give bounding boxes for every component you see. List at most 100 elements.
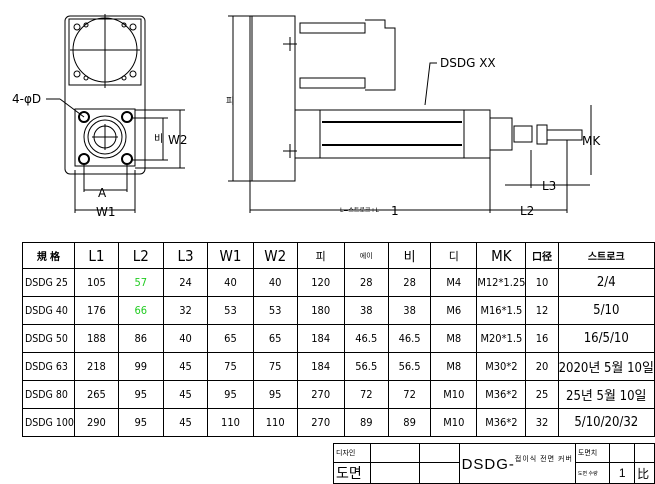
table-cell: 56.5 (343, 352, 389, 381)
hole-label: 4-φD (12, 92, 41, 106)
table-cell: 46.5 (387, 324, 432, 353)
technical-drawing: 4-φD A W1 W2 비 피 DSDG XX MK L3 L2 L=스트로크… (12, 14, 601, 219)
table-cell: 270 (296, 408, 345, 437)
table-cell: 95 (117, 408, 164, 437)
table-cell: 40 (207, 268, 254, 297)
table-cell: M36*2 (476, 380, 527, 409)
table-cell: 32 (162, 296, 209, 325)
table-cell: 105 (73, 268, 119, 297)
sheet-label: 比 (634, 462, 655, 484)
table-cell: 24 (162, 268, 209, 297)
col-header: MK (476, 242, 527, 269)
qty-label: 도면 수량 (574, 462, 611, 484)
table-cell: M16*1.5 (476, 296, 527, 325)
table-cell: 72 (387, 380, 432, 409)
table-cell: 25년 5월 10일 (557, 380, 655, 409)
table-cell: 180 (296, 296, 345, 325)
col-header: L2 (117, 242, 164, 269)
table-cell: 265 (73, 380, 119, 409)
table-cell: 95 (117, 380, 164, 409)
front-view (46, 14, 185, 213)
table-cell: 99 (117, 352, 164, 381)
table-cell: 184 (296, 324, 345, 353)
table-cell: 46.5 (343, 324, 389, 353)
dim-bi-label: 비 (154, 133, 163, 145)
col-header: L1 (73, 242, 119, 269)
col-header: 에이 (343, 242, 389, 269)
dim-w1-label: W1 (96, 205, 116, 219)
table-cell: 290 (73, 408, 119, 437)
model-cell: DSDG 80 (22, 380, 75, 409)
table-cell: 40 (252, 268, 298, 297)
dim-pi-label: 피 (226, 96, 234, 107)
dim-w2-label: W2 (168, 133, 188, 147)
header-row: 規 格 L1 L2 L3 W1 W2 피 에이 비 디 MK 口径 스트로크 (22, 242, 655, 269)
table-cell: 38 (343, 296, 389, 325)
table-cell: 25 (525, 380, 559, 409)
table-cell: 28 (343, 268, 389, 297)
table-cell: 57 (117, 268, 164, 297)
table-cell: 110 (252, 408, 298, 437)
table-cell: 10 (525, 268, 559, 297)
table-cell: 5/10/20/32 (557, 408, 655, 437)
dim-a-label: A (98, 186, 107, 200)
table-cell: 184 (296, 352, 345, 381)
table-cell: M4 (430, 268, 478, 297)
model-code: DSDG- (461, 456, 515, 473)
table-cell: 89 (343, 408, 389, 437)
table-cell: 95 (252, 380, 298, 409)
table-cell: 12 (525, 296, 559, 325)
qty-value: 1 (609, 462, 636, 484)
table-cell: 53 (207, 296, 254, 325)
table-cell: 16 (525, 324, 559, 353)
table-cell: 38 (387, 296, 432, 325)
table-cell: M30*2 (476, 352, 527, 381)
model-cell: DSDG 25 (22, 268, 75, 297)
table-cell: 218 (73, 352, 119, 381)
table-cell: 16/5/10 (557, 324, 655, 353)
dim-l3-label: L3 (542, 179, 556, 193)
col-header: L3 (162, 242, 209, 269)
table-cell: 176 (73, 296, 119, 325)
designer-label: 디자인 (332, 443, 372, 463)
table-cell: 20 (525, 352, 559, 381)
table-cell: 5/10 (557, 296, 655, 325)
dim-mk-label: MK (582, 134, 601, 148)
table-cell: 72 (343, 380, 389, 409)
table-cell: M6 (430, 296, 478, 325)
col-header: 스트로크 (557, 242, 655, 269)
table-cell: M36*2 (476, 408, 527, 437)
table-cell: 45 (162, 380, 209, 409)
table-cell: M12*1.25 (476, 268, 527, 297)
table-cell: 95 (207, 380, 254, 409)
model-cell: DSDG 40 (22, 296, 75, 325)
col-header: 規 格 (22, 242, 75, 269)
col-header: W1 (207, 242, 254, 269)
table-cell: 53 (252, 296, 298, 325)
table-cell: 45 (162, 352, 209, 381)
model-cell: DSDG 100 (22, 408, 75, 437)
title-block: 디자인 DSDG-접이식 전면 커버 도면치 도면 도면 수량 1 比 (332, 443, 655, 484)
table-cell: 66 (117, 296, 164, 325)
table-cell: 28 (387, 268, 432, 297)
table-cell: 120 (296, 268, 345, 297)
table-cell: 2/4 (557, 268, 655, 297)
table-cell: M8 (430, 324, 478, 353)
spec-table: 規 格 L1 L2 L3 W1 W2 피 에이 비 디 MK 口径 스트로크 D… (22, 242, 655, 437)
table-cell: M10 (430, 408, 478, 437)
drawing-label: 도면 (332, 462, 372, 484)
table-cell: 188 (73, 324, 119, 353)
dim-l2-label: L2 (520, 204, 534, 218)
table-cell: M20*1.5 (476, 324, 527, 353)
part-label: DSDG XX (440, 56, 496, 70)
table-cell: 2020년 5월 10일 (557, 352, 655, 381)
col-header: 디 (430, 242, 478, 269)
dim-1-label: 1 (391, 204, 399, 218)
table-cell: 110 (207, 408, 254, 437)
col-header: 비 (387, 242, 432, 269)
table-cell: 45 (162, 408, 209, 437)
